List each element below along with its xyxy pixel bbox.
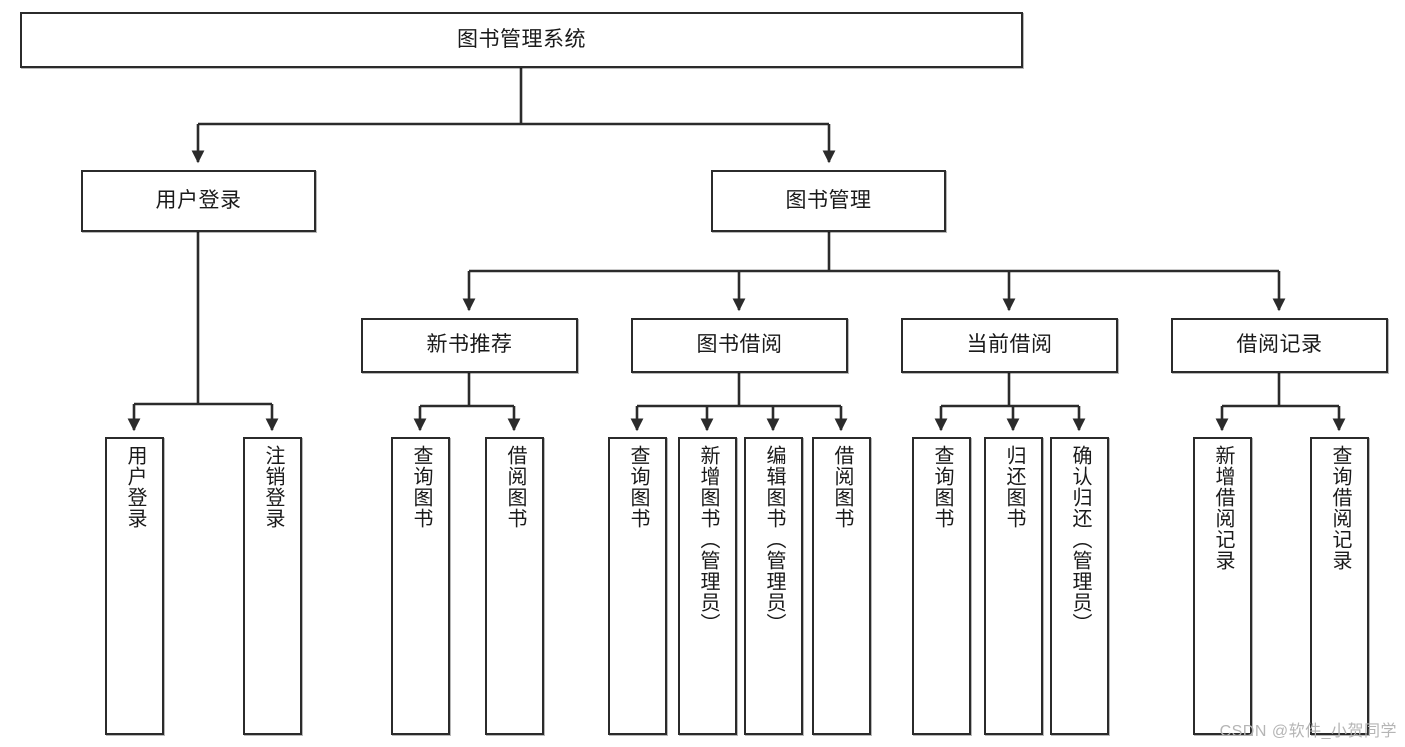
node-leaf-query-record[interactable]: 查询借阅记录 — [1310, 437, 1369, 735]
node-user-login-label: 用户登录 — [155, 188, 242, 212]
node-leaf-add-book[interactable]: 新增图书（管理员） — [678, 437, 737, 735]
node-leaf-add-record-label: 新增借阅记录 — [1212, 445, 1234, 571]
node-leaf-return-book[interactable]: 归还图书 — [984, 437, 1043, 735]
node-book-manage-label: 图书管理 — [785, 188, 872, 212]
node-leaf-query-book-1[interactable]: 查询图书 — [391, 437, 450, 735]
node-leaf-query-book-2-label: 查询图书 — [627, 445, 649, 529]
node-book-borrow-label: 图书借阅 — [696, 333, 783, 357]
node-current-borrow[interactable]: 当前借阅 — [901, 318, 1118, 373]
node-user-login[interactable]: 用户登录 — [81, 170, 316, 232]
node-root-label: 图书管理系统 — [457, 27, 586, 51]
node-book-manage[interactable]: 图书管理 — [711, 170, 946, 232]
node-leaf-return-book-label: 归还图书 — [1003, 445, 1025, 529]
node-leaf-borrow-book-1[interactable]: 借阅图书 — [485, 437, 544, 735]
node-leaf-confirm-return[interactable]: 确认归还（管理员） — [1050, 437, 1109, 735]
node-leaf-edit-book[interactable]: 编辑图书（管理员） — [744, 437, 803, 735]
node-leaf-user-login-label: 用户登录 — [124, 445, 146, 529]
node-leaf-logout[interactable]: 注销登录 — [243, 437, 302, 735]
node-borrow-record[interactable]: 借阅记录 — [1171, 318, 1388, 373]
node-leaf-borrow-book-2-label: 借阅图书 — [831, 445, 853, 529]
node-leaf-add-record[interactable]: 新增借阅记录 — [1193, 437, 1252, 735]
node-leaf-user-login[interactable]: 用户登录 — [105, 437, 164, 735]
node-current-borrow-label: 当前借阅 — [966, 333, 1053, 357]
node-leaf-query-record-label: 查询借阅记录 — [1329, 445, 1351, 571]
node-leaf-confirm-return-label: 确认归还（管理员） — [1069, 445, 1091, 634]
node-leaf-query-book-2[interactable]: 查询图书 — [608, 437, 667, 735]
node-leaf-query-book-3[interactable]: 查询图书 — [912, 437, 971, 735]
node-new-book-rec-label: 新书推荐 — [426, 333, 513, 357]
node-leaf-edit-book-label: 编辑图书（管理员） — [763, 445, 785, 634]
node-leaf-add-book-label: 新增图书（管理员） — [697, 445, 719, 634]
node-leaf-borrow-book-1-label: 借阅图书 — [504, 445, 526, 529]
node-new-book-rec[interactable]: 新书推荐 — [361, 318, 578, 373]
node-book-borrow[interactable]: 图书借阅 — [631, 318, 848, 373]
node-leaf-logout-label: 注销登录 — [262, 445, 284, 529]
node-leaf-borrow-book-2[interactable]: 借阅图书 — [812, 437, 871, 735]
node-leaf-query-book-1-label: 查询图书 — [410, 445, 432, 529]
watermark-text: CSDN @软件_小贺同学 — [1219, 723, 1397, 740]
node-leaf-query-book-3-label: 查询图书 — [931, 445, 953, 529]
node-root[interactable]: 图书管理系统 — [20, 12, 1023, 68]
node-borrow-record-label: 借阅记录 — [1236, 333, 1323, 357]
